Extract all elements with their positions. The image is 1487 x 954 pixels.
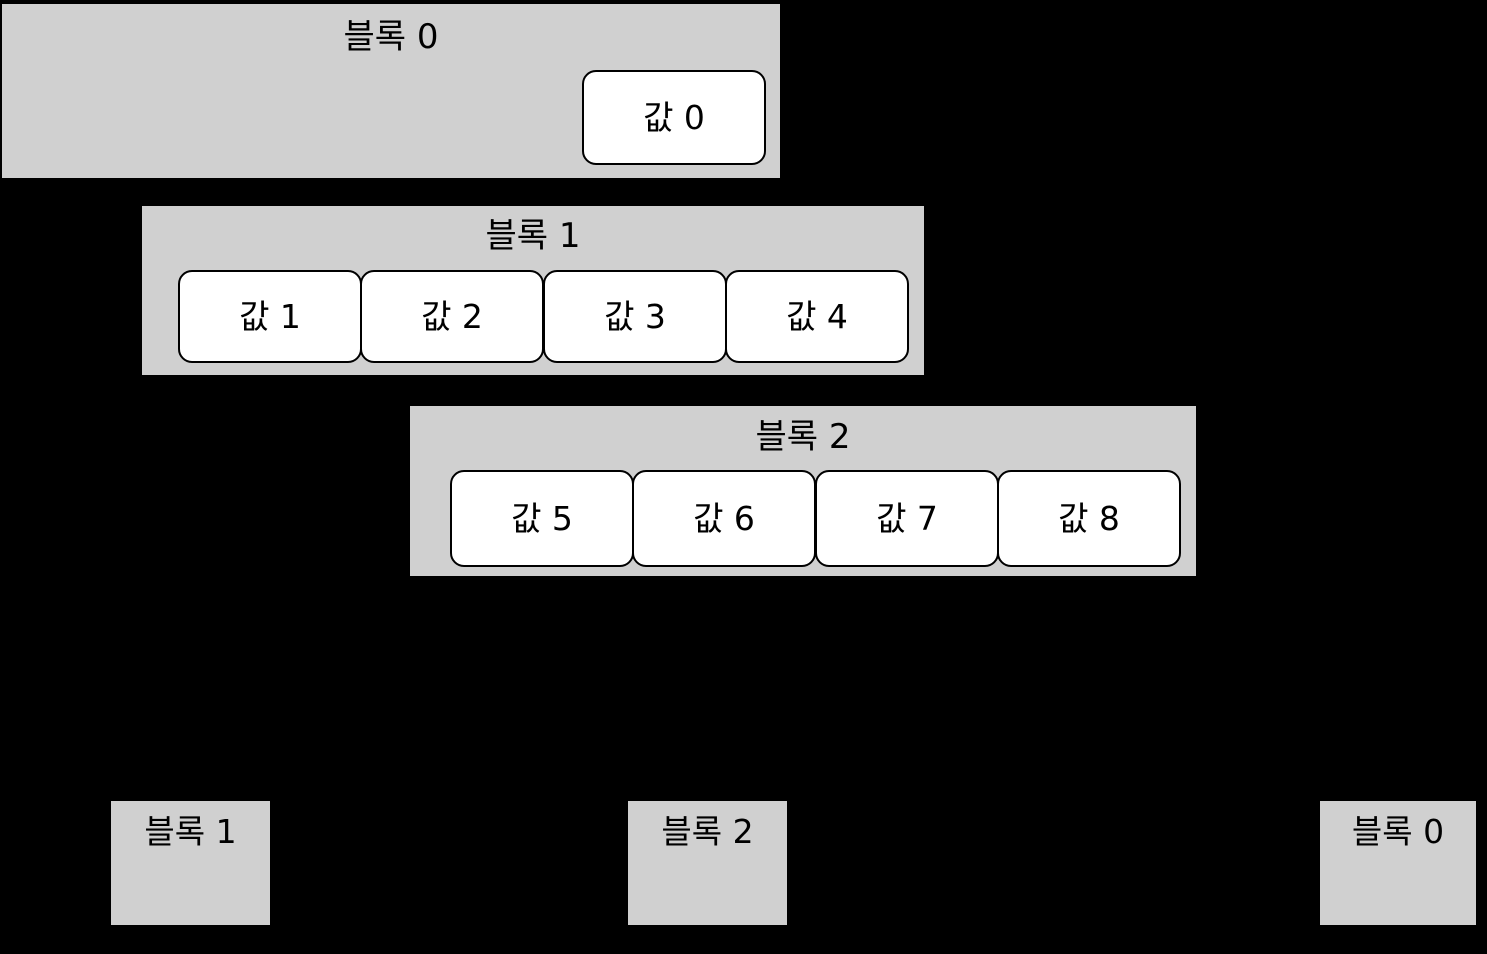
value-cell-0-label: 값 0 [643, 98, 705, 137]
value-cell-2-label: 값 2 [421, 297, 483, 336]
value-cell-6-label: 값 6 [693, 499, 755, 538]
value-cell-5-label: 값 5 [511, 499, 573, 538]
memory-block-2-title: 블록 2 [755, 417, 851, 457]
value-cell-8-label: 값 8 [1058, 499, 1120, 538]
value-cell-4[interactable]: 값 4 [725, 270, 909, 363]
bottom-box-block-0-label: 블록 0 [1351, 812, 1445, 851]
value-cell-7-label: 값 7 [876, 499, 938, 538]
bottom-box-block-0[interactable]: 블록 0 [1320, 801, 1476, 925]
value-cell-1-label: 값 1 [239, 297, 301, 336]
value-cell-7[interactable]: 값 7 [815, 470, 999, 567]
memory-block-1[interactable]: 블록 1 값 1 값 2 값 3 값 4 [142, 206, 924, 375]
value-cell-5[interactable]: 값 5 [450, 470, 634, 567]
value-cell-1[interactable]: 값 1 [178, 270, 362, 363]
memory-block-1-title: 블록 1 [485, 216, 581, 256]
value-cell-0[interactable]: 값 0 [582, 70, 766, 165]
value-cell-8[interactable]: 값 8 [997, 470, 1181, 567]
value-cell-4-label: 값 4 [786, 297, 848, 336]
bottom-box-block-1[interactable]: 블록 1 [111, 801, 270, 925]
bottom-box-block-2-label: 블록 2 [661, 812, 754, 851]
memory-block-0-title: 블록 0 [343, 17, 439, 57]
value-cell-3-label: 값 3 [604, 297, 666, 336]
memory-block-2[interactable]: 블록 2 값 5 값 6 값 7 값 8 [410, 406, 1196, 576]
value-cell-6[interactable]: 값 6 [632, 470, 816, 567]
bottom-box-block-1-label: 블록 1 [144, 812, 237, 851]
value-cell-2[interactable]: 값 2 [360, 270, 544, 363]
memory-block-0[interactable]: 블록 0 값 0 [2, 4, 780, 178]
value-cell-3[interactable]: 값 3 [543, 270, 727, 363]
bottom-box-block-2[interactable]: 블록 2 [628, 801, 787, 925]
